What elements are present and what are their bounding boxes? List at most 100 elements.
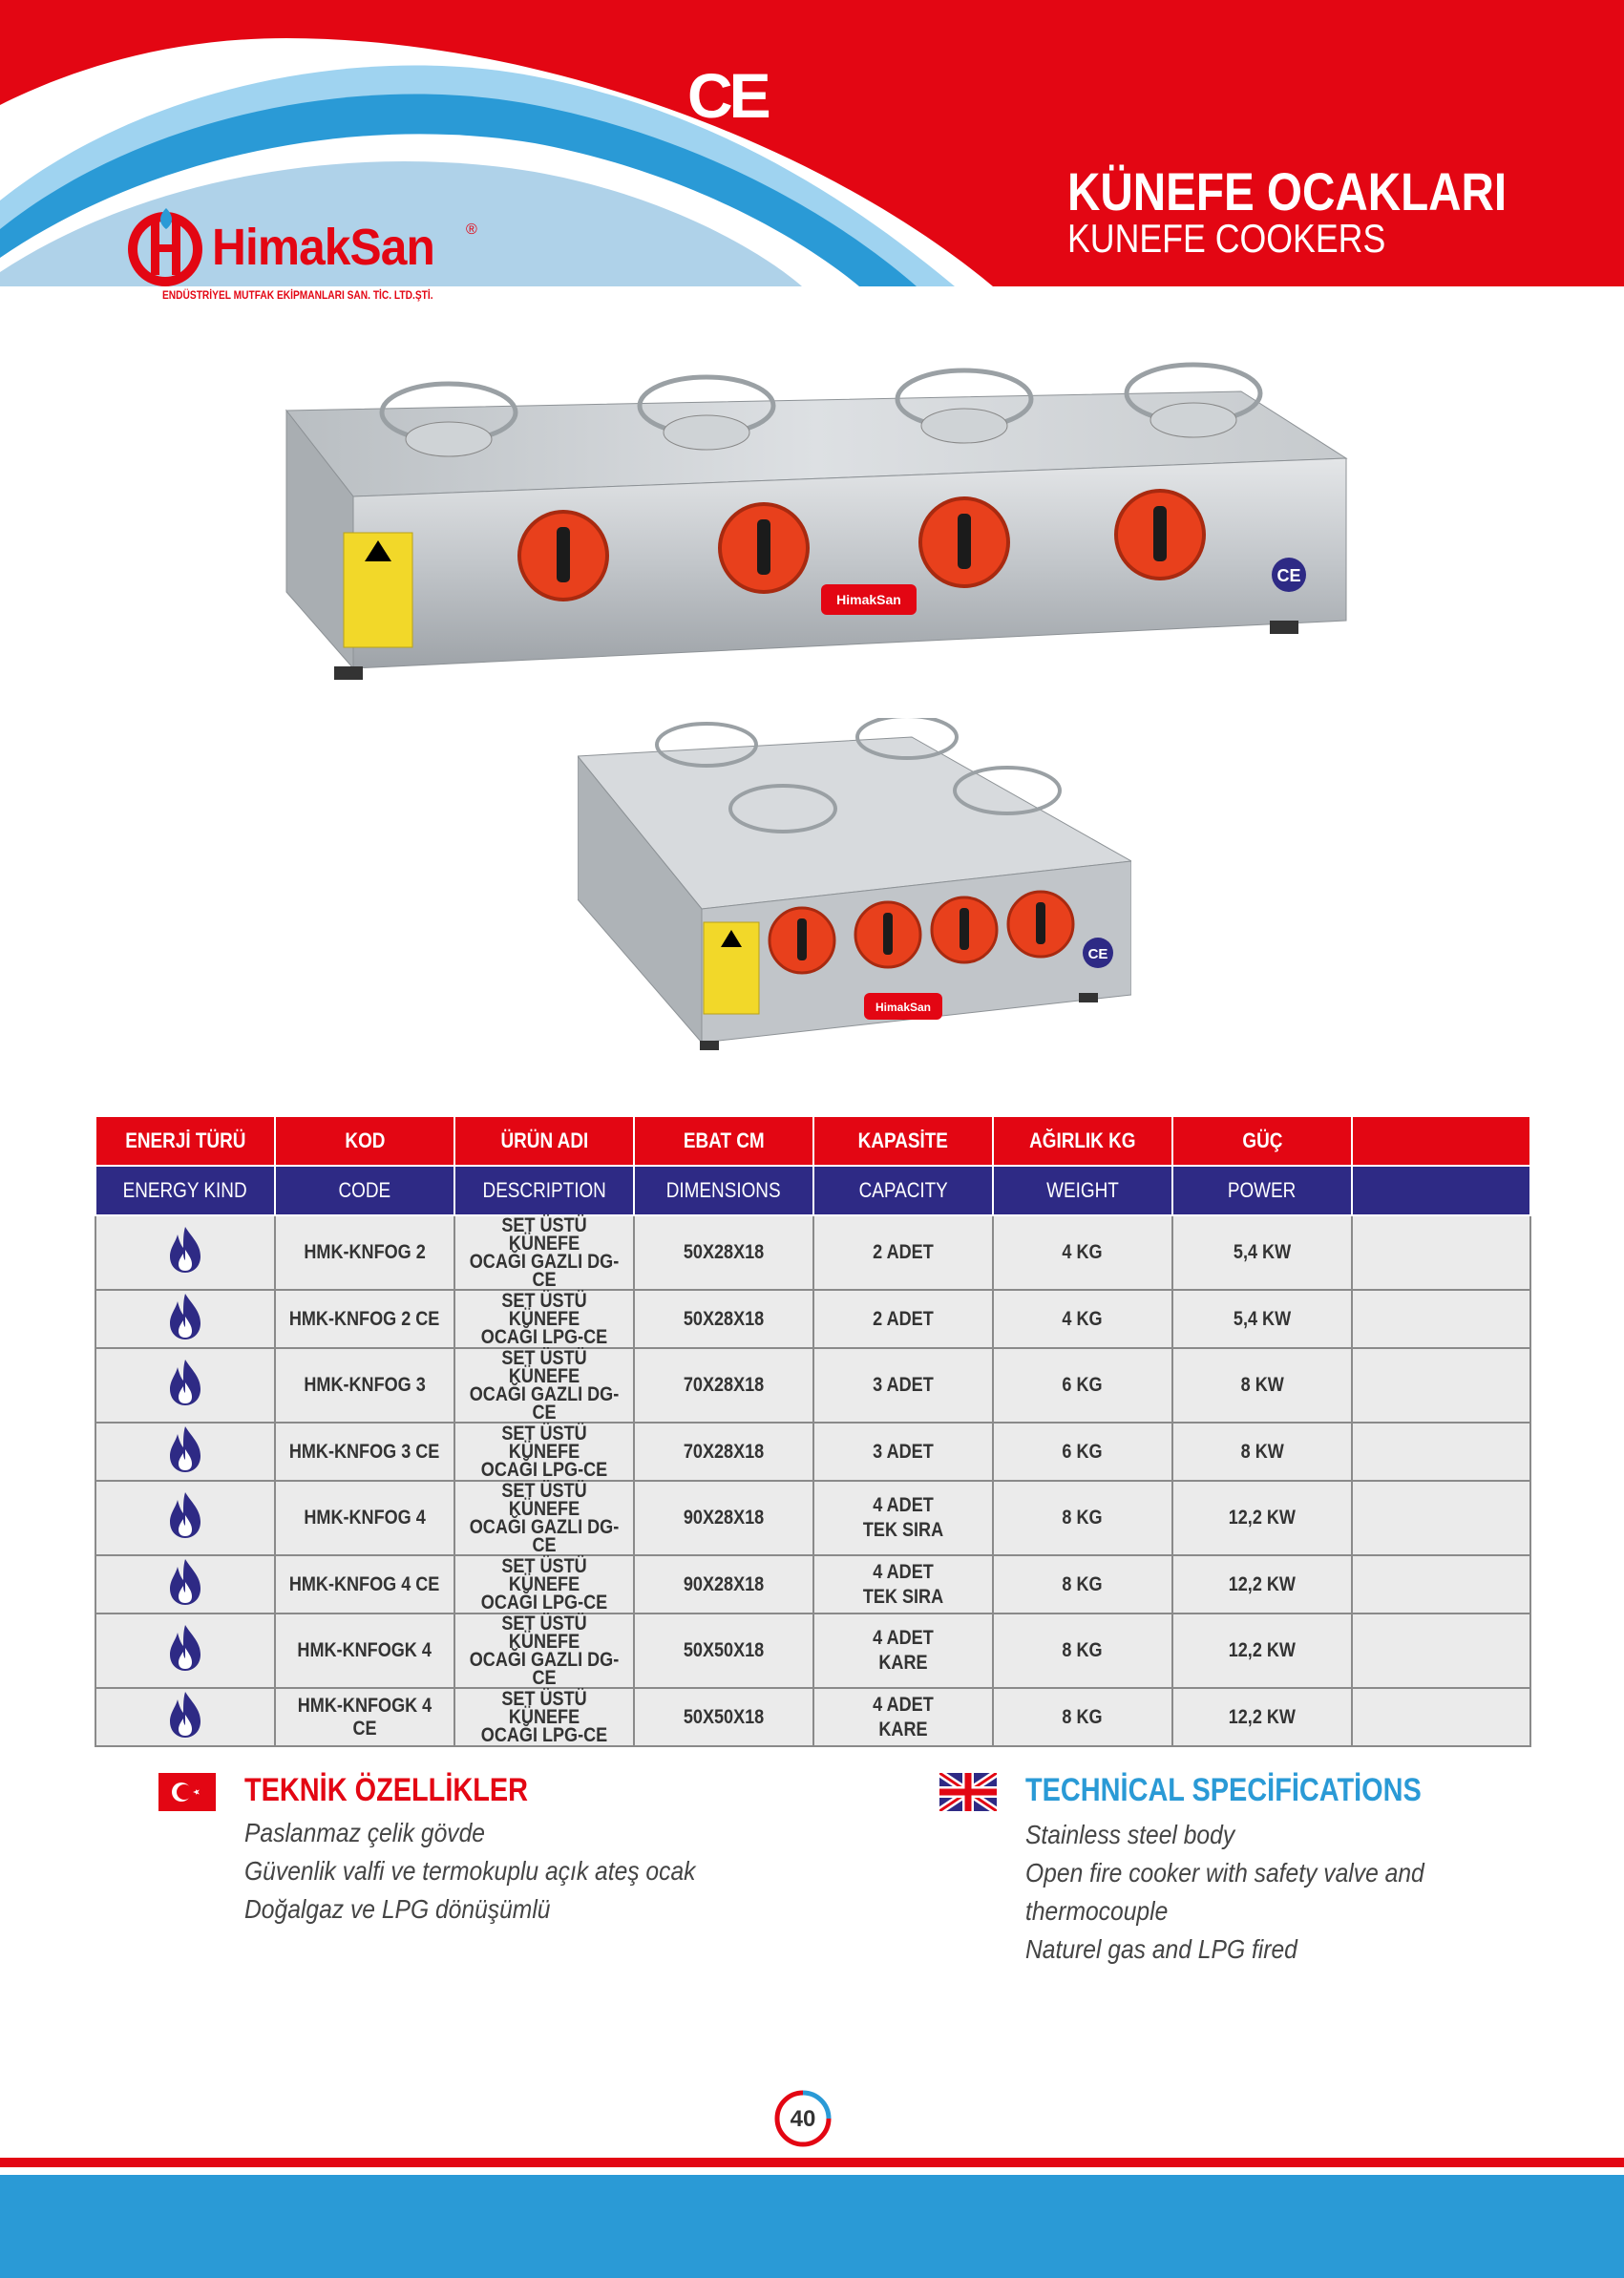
dimensions-cell: 50X28X18 [633,1289,814,1349]
weight-cell: 6 KG [992,1422,1173,1482]
weight-cell: 6 KG [992,1347,1173,1424]
energy-cell [95,1347,276,1424]
header-energy-tr: ENERJİ TÜRÜ [95,1115,276,1167]
power-cell: 12,2 KW [1171,1687,1353,1747]
power-cell: 12,2 KW [1171,1554,1353,1614]
flame-icon [170,1558,200,1605]
spec-line: Güvenlik valfi ve termokuplu açık ateş o… [244,1856,696,1886]
brand-registered-mark: ® [466,221,477,238]
dimensions-cell: 50X50X18 [633,1687,814,1747]
header-description-tr: ÜRÜN ADI [453,1115,635,1167]
flame-icon [170,1425,200,1472]
product-image-four-burner-row: CE HimakSan [285,362,1348,680]
spec-line: thermocouple [1025,1896,1169,1926]
tech-specs-list-tr: Paslanmaz çelik gövde Güvenlik valfi ve … [244,1814,695,1929]
header-code-en: CODE [274,1165,455,1216]
header-description-en: DESCRIPTION [453,1165,635,1216]
table-header-row-tr: ENERJİ TÜRÜ KOD ÜRÜN ADI EBAT CM KAPASİT… [95,1115,1531,1167]
empty-cell [1351,1347,1531,1424]
empty-cell [1351,1214,1531,1291]
header-dimensions-tr: EBAT CM [633,1115,814,1167]
flame-icon [170,1293,200,1339]
capacity-cell: 2 ADET [812,1289,994,1349]
product-spec-table: ENERJİ TÜRÜ KOD ÜRÜN ADI EBAT CM KAPASİT… [95,1115,1531,1747]
tech-specs-list-en: Stainless steel body Open fire cooker wi… [1025,1816,1424,1969]
code-cell: HMK-KNFOG 2 [274,1214,455,1291]
svg-text:HimakSan: HimakSan [836,592,901,607]
tech-specs-title-tr: TEKNİK ÖZELLİKLER [244,1772,529,1808]
spec-line: Naturel gas and LPG fired [1025,1934,1297,1964]
code-cell: HMK-KNFOGK 4 CE [274,1687,455,1747]
weight-cell: 8 KG [992,1613,1173,1689]
spec-line: Stainless steel body [1025,1820,1235,1849]
code-cell: HMK-KNFOG 2 CE [274,1289,455,1349]
table-header-row-en: ENERGY KIND CODE DESCRIPTION DIMENSIONS … [95,1165,1531,1216]
flame-icon [170,1691,200,1738]
uk-flag-icon [939,1773,997,1811]
product-image-four-burner-square: CE HimakSan [578,718,1131,1050]
weight-cell: 4 KG [992,1289,1173,1349]
header-empty-en [1351,1165,1531,1216]
code-cell: HMK-KNFOG 4 [274,1480,455,1556]
empty-cell [1351,1289,1531,1349]
power-cell: 5,4 KW [1171,1214,1353,1291]
energy-cell [95,1480,276,1556]
empty-cell [1351,1422,1531,1482]
svg-text:CE: CE [1088,946,1108,962]
power-cell: 8 KW [1171,1422,1353,1482]
capacity-cell: 3 ADET [812,1422,994,1482]
header-power-en: POWER [1171,1165,1353,1216]
page-title-tr: KÜNEFE OCAKLARI [1067,161,1508,221]
turkey-flag-icon [158,1773,216,1811]
power-cell: 5,4 KW [1171,1289,1353,1349]
footer-blue-band [0,2175,1624,2278]
header-empty-tr [1351,1115,1531,1167]
flame-icon [170,1360,200,1405]
tech-specs-title-en: TECHNİCAL SPECİFİCATİONS [1025,1772,1422,1808]
spec-line: Open fire cooker with safety valve and [1025,1858,1424,1888]
dimensions-cell: 70X28X18 [633,1347,814,1424]
energy-cell [95,1554,276,1614]
power-cell: 12,2 KW [1171,1613,1353,1689]
empty-cell [1351,1687,1531,1747]
weight-cell: 4 KG [992,1214,1173,1291]
weight-cell: 8 KG [992,1687,1173,1747]
empty-cell [1351,1480,1531,1556]
brand-subtitle: ENDÜSTRİYEL MUTFAK EKİPMANLARI SAN. TİC.… [162,288,433,302]
weight-cell: 8 KG [992,1480,1173,1556]
energy-cell [95,1613,276,1689]
page-title-en: KUNEFE COOKERS [1067,216,1386,261]
ce-mark: CE [687,60,771,131]
brand-logo: HimakSan ® ENDÜSTRİYEL MUTFAK EKİPMANLAR… [124,200,506,306]
capacity-cell: 2 ADET [812,1214,994,1291]
code-cell: HMK-KNFOG 3 CE [274,1422,455,1482]
code-cell: HMK-KNFOGK 4 [274,1613,455,1689]
dimensions-cell: 90X28X18 [633,1554,814,1614]
header-weight-en: WEIGHT [992,1165,1173,1216]
flame-icon [170,1625,200,1671]
page-number-badge [774,2090,832,2147]
code-cell: HMK-KNFOG 4 CE [274,1554,455,1614]
header-background [0,0,1624,286]
power-cell: 12,2 KW [1171,1480,1353,1556]
energy-cell [95,1289,276,1349]
header-dimensions-en: DIMENSIONS [633,1165,814,1216]
svg-text:CE: CE [1276,566,1300,585]
header-power-tr: GÜÇ [1171,1115,1353,1167]
weight-cell: 8 KG [992,1554,1173,1614]
